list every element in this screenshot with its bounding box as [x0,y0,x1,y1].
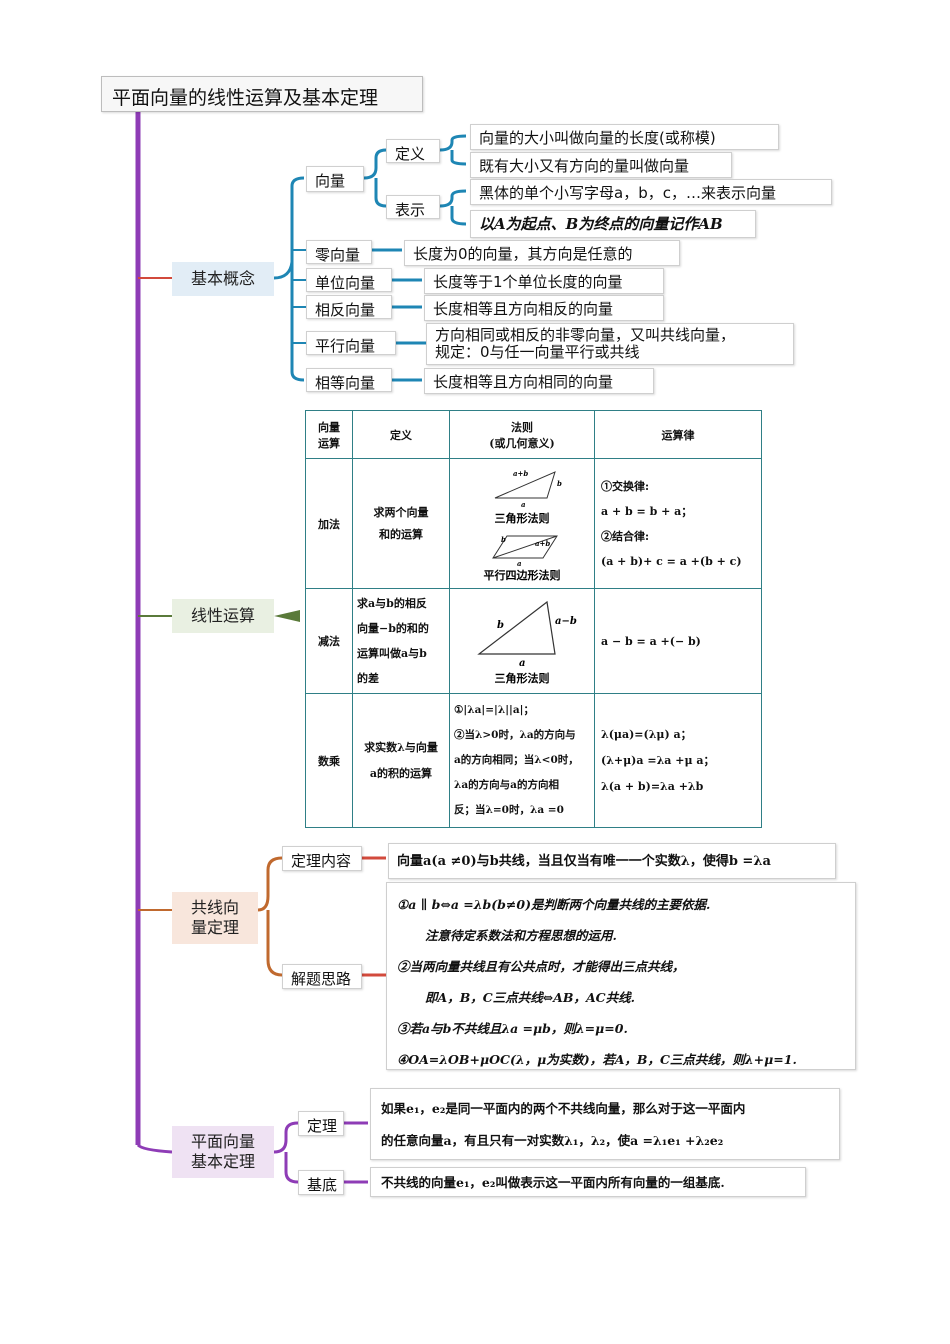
addition-rule1: 三角形法则 [495,511,550,525]
sub-fig-label-a: a [519,658,525,669]
node-unit-vector: 单位向量 [306,268,392,292]
table-header-law-text: 运算律 [661,428,695,442]
theorem-content-text: 向量a(a ≠0)与b共线，当且仅当有唯一一个实数λ，使得b =λa [388,843,836,879]
approach-line-6: ④OA=λOB+μOC(λ，μ为实数)，若A，B，C三点共线，则λ+μ=1. [397,1052,797,1067]
node-definition: 定义 [386,139,440,163]
node-approach: 解题思路 [282,964,362,989]
scalar-name: 数乘 [318,754,340,768]
approach-line-5: ③若a与b不共线且λa =μb，则λ=μ=0. [397,1021,628,1036]
row-subtraction-law: a − b = a +(− b) [594,588,762,694]
scalar-law-3: λ(a + b)=λa +λb [601,779,704,793]
sub-fig-label-b: b [497,620,504,631]
row-scalar-name: 数乘 [305,693,353,828]
category-basis-theorem: 平面向量 基本定理 [172,1126,274,1178]
approach-line-1: ①a ∥ b⇔a =λb(b≠0)是判断两个向量共线的主要依据. [397,897,711,912]
node-opposite-vector: 相反向量 [306,295,392,319]
scalar-rule-2: ②当λ>0时，λa的方向与 [454,729,576,741]
table-header-rule: 法则 (或几何意义) [449,410,595,459]
row-scalar-def: 求实数λ与向量 a的积的运算 [352,693,450,828]
scalar-law-1: λ(μa)=(λμ) a； [601,727,692,741]
node-theorem-content: 定理内容 [282,846,362,871]
node-notation: 表示 [386,195,440,219]
parallelogram-rule-figure: b a+b a [492,535,558,568]
fig2-label-sum: a+b [535,539,550,548]
addition-law2-title: ②结合律: [601,529,650,543]
approach-line-2: 注意待定系数法和方程思想的运用. [425,928,617,943]
row-subtraction-rule: b a−b a 三角形法则 [449,588,595,694]
page-title: 平面向量的线性运算及基本定理 [101,76,423,112]
subtraction-name: 减法 [318,635,340,648]
row-addition-rule: a+b b a 三角形法则 b a+b a 平行四边形法则 [449,458,595,589]
equal-vector-desc: 长度相等且方向相同的向量 [424,368,654,394]
triangle-rule-figure: a+b b a [494,469,562,509]
definition-item-2: 既有大小又有方向的量叫做向量 [470,152,732,178]
scalar-rule-3: a的方向相同；当λ<0时， [454,754,579,766]
scalar-rule-4: λa的方向与a的方向相 [454,779,559,791]
approach-line-3: ②当两向量共线且有公共点时，才能得出三点共线， [397,959,685,974]
addition-name: 加法 [318,517,340,531]
basis-theorem-box: 如果e₁，e₂是同一平面内的两个不共线向量，那么对于这一平面内 的任意向量a，有… [370,1088,840,1160]
unit-vector-desc: 长度等于1个单位长度的向量 [424,268,664,294]
parallel-vector-desc-line1: 方向相同或相反的非零向量，又叫共线向量， [435,326,736,344]
category-collinear-theorem: 共线向 量定理 [172,892,258,944]
scalar-law-2: (λ+μ)a =λa +μ a； [601,753,715,767]
row-scalar-law: λ(μa)=(λμ) a； (λ+μ)a =λa +μ a； λ(a + b)=… [594,693,762,828]
node-theorem: 定理 [298,1111,344,1136]
row-subtraction-def: 求a与b的相反 向量−b的和的 运算叫做a与b 的差 [352,588,450,694]
basis-theorem-line-1: 如果e₁，e₂是同一平面内的两个不共线向量，那么对于这一平面内 [381,1101,746,1116]
approach-line-4: 即A，B，C三点共线⇔AB，AC共线. [425,990,635,1005]
linear-operations-table: 向量 运算 定义 法则 (或几何意义) 运算律 加法 求两个向量 和的运算 a+… [305,410,762,828]
sub-fig-label-diff: a−b [555,616,577,627]
row-addition-name: 加法 [305,458,353,589]
row-scalar-rule: ①|λa|=|λ||a|； ②当λ>0时，λa的方向与 a的方向相同；当λ<0时… [449,693,595,828]
scalar-rule-5: 反；当λ=0时，λa =0 [454,804,564,816]
row-subtraction-name: 减法 [305,588,353,694]
node-vector: 向量 [306,166,364,192]
addition-figures: a+b b a 三角形法则 b a+b a 平行四边形法则 [484,469,563,582]
scalar-def: 求实数λ与向量 a的积的运算 [364,740,438,780]
category-linear-operations: 线性运算 [172,599,274,633]
notation-item-1: 黑体的单个小写字母a，b，c，…来表示向量 [470,179,832,205]
basis-theorem-line-2: 的任意向量a，有且只有一对实数λ₁，λ₂，使a =λ₁e₁ +λ₂e₂ [381,1133,724,1148]
table-header-definition: 定义 [352,410,450,459]
parallel-vector-desc: 方向相同或相反的非零向量，又叫共线向量， 规定：0与任一向量平行或共线 [426,323,794,365]
node-basis: 基底 [298,1170,344,1195]
table-header-definition-text: 定义 [390,428,412,442]
addition-law1: a + b = b + a； [601,504,693,518]
table-header-operation: 向量 运算 [305,410,353,459]
table-header-rule-text: 法则 (或几何意义) [489,420,555,450]
subtraction-figure: b a−b a 三角形法则 [477,600,577,685]
fig2-label-b: b [501,535,506,544]
row-addition-def: 求两个向量 和的运算 [352,458,450,589]
fig1-label-a: a [521,500,526,509]
category-basic-concepts: 基本概念 [172,262,274,296]
addition-law1-title: ①交换律: [601,479,650,493]
row-addition-law: ①交换律: a + b = b + a； ②结合律: (a + b)+ c = … [594,458,762,589]
basis-text: 不共线的向量e₁，e₂叫做表示这一平面内所有向量的一组基底. [370,1167,806,1197]
subtraction-rule: 三角形法则 [495,671,550,685]
scalar-rule-1: ①|λa|=|λ||a|； [454,704,534,716]
fig1-label-b: b [557,479,562,488]
addition-def: 求两个向量 和的运算 [373,505,429,541]
addition-law2: (a + b)+ c = a +(b + c) [601,554,742,568]
node-parallel-vector: 平行向量 [306,331,396,355]
notation-item-2: 以A为起点、B为终点的向量记作AB [470,210,756,238]
zero-vector-desc: 长度为0的向量，其方向是任意的 [404,240,680,266]
opposite-vector-desc: 长度相等且方向相反的向量 [424,295,664,321]
subtraction-law: a − b = a +(− b) [601,634,701,648]
subtraction-def: 求a与b的相反 向量−b的和的 运算叫做a与b 的差 [357,597,429,685]
parallel-vector-desc-line2: 规定：0与任一向量平行或共线 [435,343,640,361]
definition-item-1: 向量的大小叫做向量的长度(或称模) [470,124,779,150]
node-zero-vector: 零向量 [306,240,372,264]
table-header-law: 运算律 [594,410,762,459]
fig2-label-a: a [517,559,522,568]
node-equal-vector: 相等向量 [306,368,392,392]
fig1-label-sum: a+b [513,469,528,478]
addition-rule2: 平行四边形法则 [484,568,561,582]
table-header-operation-text: 向量 运算 [318,420,340,450]
approach-box: ①a ∥ b⇔a =λb(b≠0)是判断两个向量共线的主要依据. 注意待定系数法… [386,882,856,1070]
